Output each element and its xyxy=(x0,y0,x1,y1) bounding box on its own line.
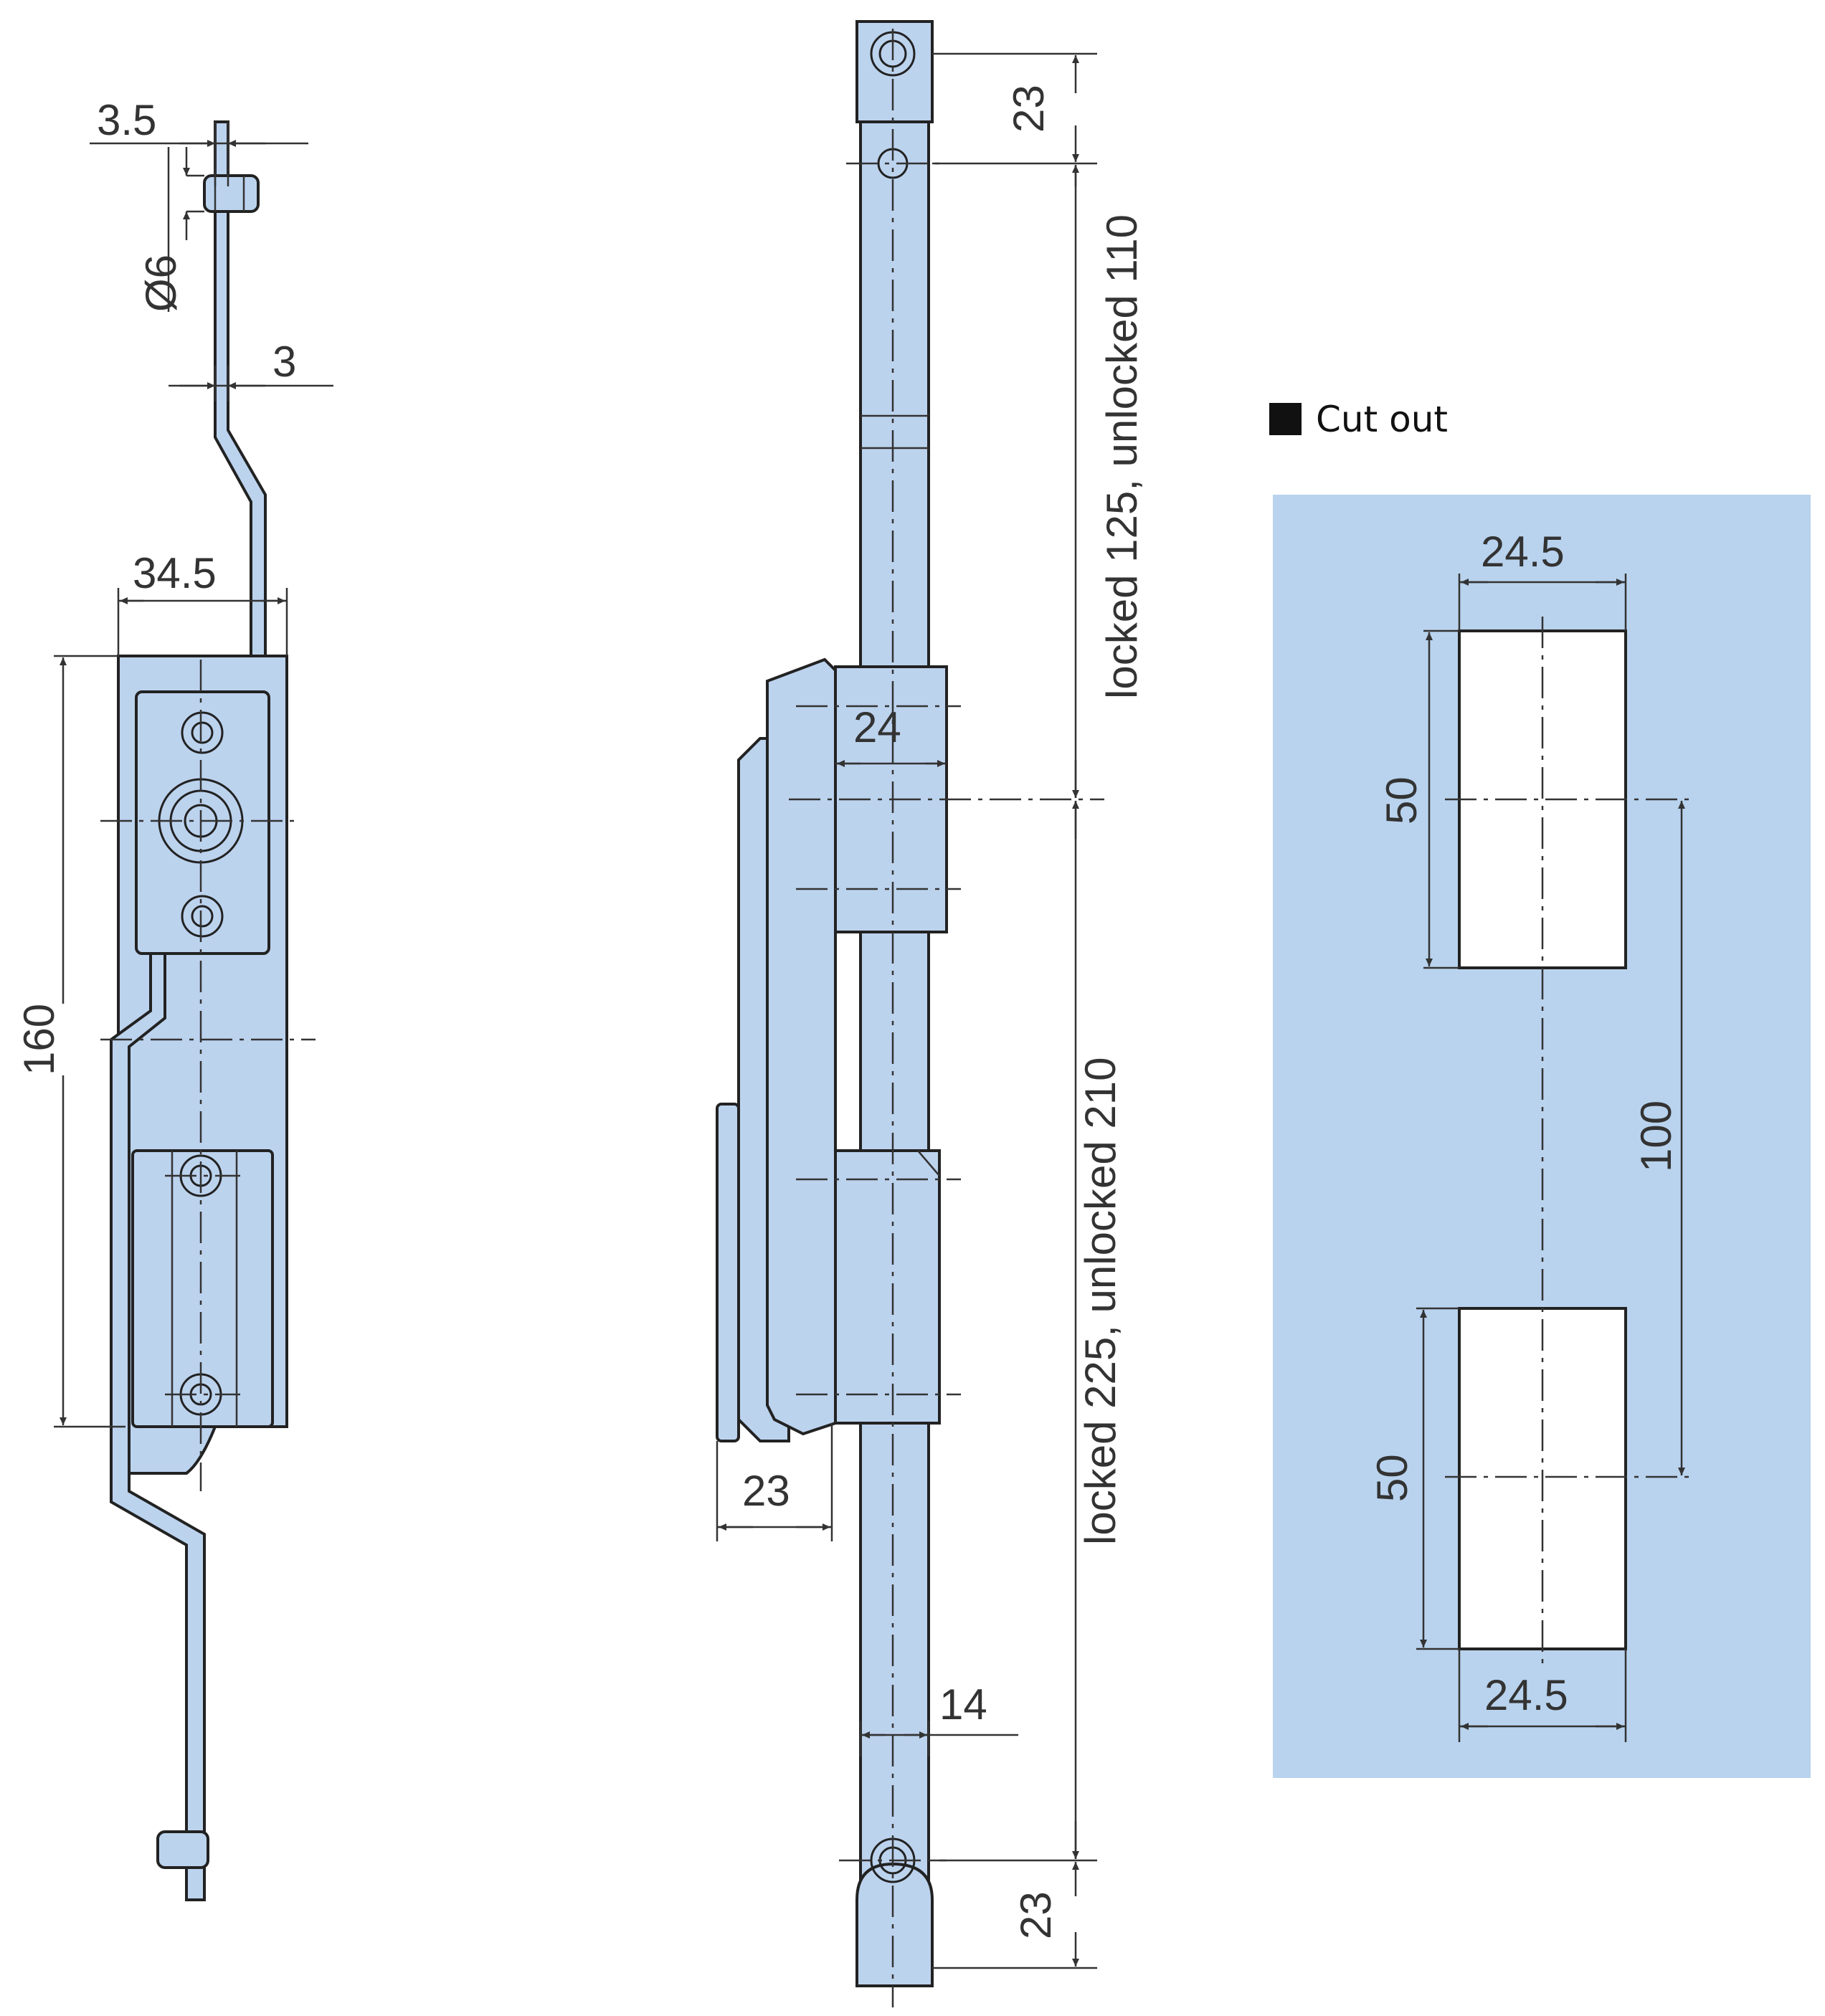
side-view: 3.5 Ø6 3 34.5 160 xyxy=(15,96,333,1901)
dim-travel-upper: locked 125, unlocked 110 xyxy=(1098,214,1146,699)
front-handle-lever xyxy=(716,1103,740,1442)
side-top-bolt xyxy=(203,174,260,213)
dim-pin-diameter: Ø6 xyxy=(137,255,185,312)
legend-label: Cut out xyxy=(1316,399,1448,440)
cutout-view: Cut out 24.5 50 100 50 xyxy=(1269,399,1811,1778)
dim-rod-end-top: 23 xyxy=(1005,85,1053,133)
dim-cutout-width-top: 24.5 xyxy=(1481,528,1565,576)
front-lower-guide xyxy=(834,1149,941,1425)
front-view: 23 locked 125, unlocked 110 24 locked 22… xyxy=(716,20,1146,2007)
front-rod-top-end xyxy=(855,20,934,123)
dim-cutout-height-bottom: 50 xyxy=(1368,1454,1416,1502)
dim-housing-height: 160 xyxy=(15,1004,63,1075)
dim-rod-width: 14 xyxy=(939,1680,987,1729)
front-rod-bottom-end xyxy=(855,1862,934,1987)
front-handle-plate xyxy=(766,657,837,1436)
dim-housing-width: 34.5 xyxy=(133,549,217,597)
dim-handle-depth: 23 xyxy=(742,1467,790,1515)
dim-cutout-width-bottom: 24.5 xyxy=(1484,1671,1568,1719)
side-screw-bottom xyxy=(181,895,224,938)
dim-cutout-height-top: 50 xyxy=(1378,776,1426,824)
dim-rod-thickness: 3 xyxy=(272,338,296,386)
dim-handle-width: 24 xyxy=(853,703,901,751)
side-lock-plate xyxy=(135,690,270,955)
side-bottom-bolt xyxy=(156,1830,209,1869)
dim-rod-end-bottom: 23 xyxy=(1012,1891,1060,1939)
dim-travel-lower: locked 225, unlocked 210 xyxy=(1076,1057,1124,1545)
legend-swatch xyxy=(1269,403,1302,435)
side-screw-top xyxy=(181,711,224,754)
front-rod xyxy=(859,113,930,1980)
dim-cutout-spacing: 100 xyxy=(1632,1100,1680,1172)
dim-side-bolt-offset: 3.5 xyxy=(97,96,156,144)
